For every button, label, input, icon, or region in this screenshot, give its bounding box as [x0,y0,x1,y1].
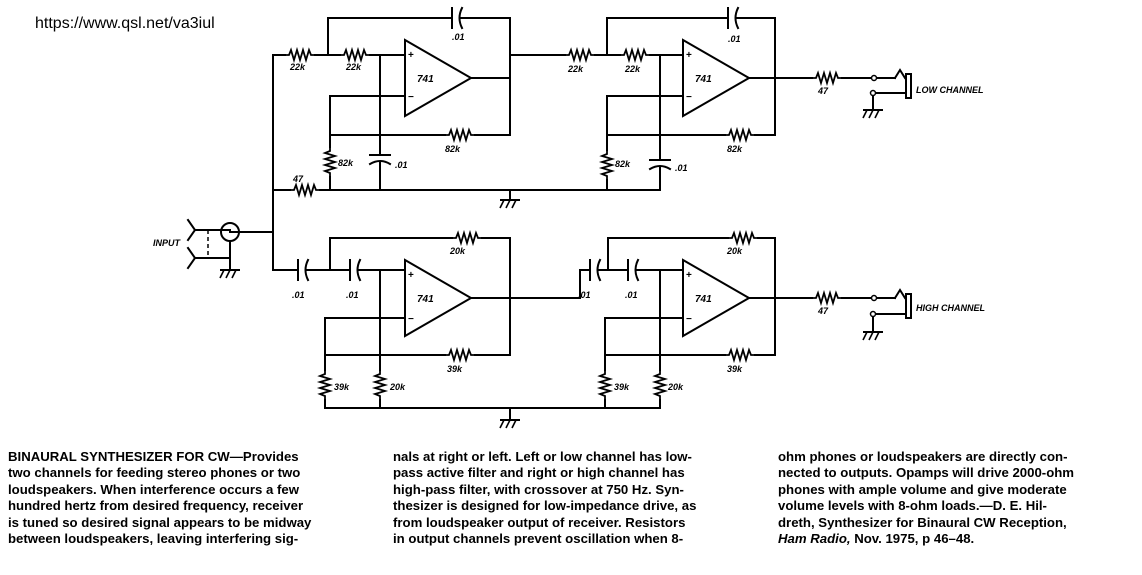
svg-text:39k: 39k [727,364,743,374]
opamp-4-label: 741 [695,294,712,305]
caption-column-3: ohm phones or loudspeakers are directly … [778,449,1134,547]
svg-text:22k: 22k [567,64,584,74]
high-channel-circuit: 741 + − 741 + [272,232,912,429]
high-channel-labels: .01 .01 20k 39k 39k 20k .01 .01 20k 39k … [292,246,985,392]
caption-line: nected to outputs. Opamps will drive 200… [778,465,1075,481]
svg-text:39k: 39k [614,382,630,392]
caption-line: high-pass filter, with crossover at 750 … [393,481,684,497]
svg-text:47: 47 [292,174,304,184]
svg-text:22k: 22k [624,64,641,74]
caption-line: nals at right or left. Left or low chann… [393,449,692,464]
svg-text:.01: .01 [346,290,359,300]
high-channel-label: HIGH CHANNEL [916,303,985,313]
svg-text:82k: 82k [615,159,631,169]
citation-rest: Nov. 1975, p 46–48. [850,531,975,547]
svg-text:.01: .01 [728,34,741,44]
caption-line: volume levels with 8-ohm loads.—D. E. Hi… [778,498,1047,514]
opamp-3-label: 741 [417,294,434,305]
svg-text:.01: .01 [675,163,688,173]
opamp-2-plus: + [686,50,692,61]
caption-column-2: nals at right or left. Left or low chann… [393,449,751,547]
svg-text:82k: 82k [727,144,743,154]
caption-line: from loudspeaker output of receiver. Res… [393,514,686,530]
caption-line: between loudspeakers, leaving interferin… [8,531,299,547]
svg-text:82k: 82k [338,158,354,168]
caption-line: is tuned so desired signal appears to be… [8,514,312,530]
caption-line: BINAURAL SYNTHESIZER FOR CW—Provides [8,449,299,464]
source-url[interactable]: https://www.qsl.net/va3iul [35,15,215,32]
caption-line: in output channels prevent oscillation w… [393,531,684,547]
svg-text:39k: 39k [447,364,463,374]
svg-text:82k: 82k [445,144,461,154]
svg-text:.01: .01 [395,160,408,170]
svg-text:39k: 39k [334,382,350,392]
input-jack: INPUT [153,218,274,279]
caption-line: hundred hertz from desired frequency, re… [8,498,304,514]
caption-line: dreth, Synthesizer for Binaural CW Recep… [778,514,1067,530]
svg-text:20k: 20k [667,382,684,392]
input-label: INPUT [153,238,182,248]
svg-text:22k: 22k [289,62,306,72]
opamp-2-minus: − [686,92,692,103]
opamp-3-minus: − [408,314,414,325]
caption-line-citation: Ham Radio, Nov. 1975, p 46–48. [778,531,1134,547]
caption-line: thesizer is designed for low-impedance d… [393,498,697,514]
caption-column-1: BINAURAL SYNTHESIZER FOR CW—Provides two… [8,449,363,547]
svg-text:20k: 20k [726,246,743,256]
opamp-1-plus: + [408,50,414,61]
low-channel-label: LOW CHANNEL [916,85,984,95]
caption-line: ohm phones or loudspeakers are directly … [778,449,1068,464]
svg-text:.01: .01 [578,290,591,300]
journal-name: Ham Radio, [778,531,851,547]
low-channel-circuit: 741 + − 741 [272,6,912,231]
binaural-synthesizer-schematic: 741 + − 741 [153,6,985,429]
svg-text:.01: .01 [625,290,638,300]
opamp-1-minus: − [408,92,414,103]
svg-text:47: 47 [817,306,829,316]
caption-line: pass active filter and right or high cha… [393,465,685,481]
caption-line: loudspeakers. When interference occurs a… [8,481,299,497]
low-channel-labels: 22k 22k .01 82k 82k .01 47 22k 22k .01 8… [289,32,984,184]
caption-line: two channels for feeding stereo phones o… [8,465,301,481]
svg-text:20k: 20k [389,382,406,392]
opamp-2-label: 741 [695,74,712,85]
opamp-4-minus: − [686,314,692,325]
caption-line: phones with ample volume and give modera… [778,481,1067,497]
svg-text:.01: .01 [452,32,465,42]
svg-text:.01: .01 [292,290,305,300]
svg-text:20k: 20k [449,246,466,256]
svg-text:22k: 22k [345,62,362,72]
opamp-4-plus: + [686,270,692,281]
opamp-3-plus: + [408,270,414,281]
opamp-1-label: 741 [417,74,434,85]
svg-text:47: 47 [817,86,829,96]
